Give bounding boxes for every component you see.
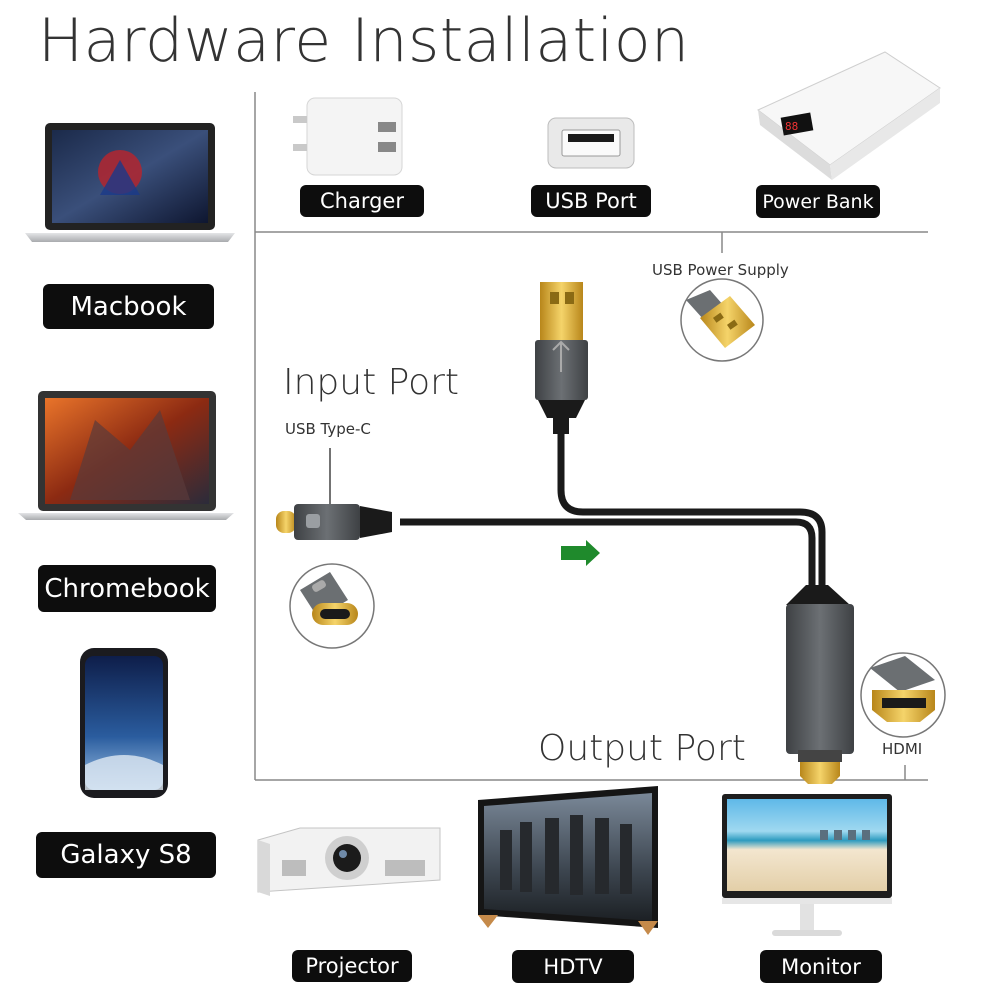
hdmi-connector xyxy=(786,585,854,784)
usb-power-cable xyxy=(557,432,826,585)
power-bank-display: 88 xyxy=(785,120,798,133)
page-title: Hardware Installation xyxy=(38,6,690,76)
device-label-macbook: Macbook xyxy=(43,284,214,329)
power-label-power-bank: Power Bank xyxy=(756,185,880,218)
chromebook-image xyxy=(18,391,234,520)
projector-image xyxy=(257,827,441,896)
type-c-cable xyxy=(400,518,816,585)
device-label-galaxy-s8: Galaxy S8 xyxy=(36,832,216,878)
display-label-projector: Projector xyxy=(292,950,412,982)
charger-image xyxy=(293,97,403,176)
hdmi-callout xyxy=(860,652,946,738)
usb-a-callout xyxy=(680,278,764,362)
device-label-chromebook: Chromebook xyxy=(38,565,216,612)
type-c-callout xyxy=(289,563,375,649)
monitor-image xyxy=(722,794,892,936)
usb-a-connector xyxy=(535,282,588,434)
output-port-heading: Output Port xyxy=(538,728,746,769)
signal-direction-arrow xyxy=(561,540,600,566)
power-bank-image: 88 xyxy=(757,51,941,180)
hdmi-label: HDMI xyxy=(882,740,923,758)
usb-type-c-connector xyxy=(276,504,392,540)
hdtv-image xyxy=(478,786,658,935)
macbook-image xyxy=(25,123,235,242)
input-port-heading: Input Port xyxy=(283,362,460,403)
display-label-hdtv: HDTV xyxy=(512,950,634,983)
usb-port-image xyxy=(547,117,635,169)
power-label-charger: Charger xyxy=(300,185,424,217)
display-label-monitor: Monitor xyxy=(760,950,882,983)
galaxy-s8-image xyxy=(80,648,168,798)
usb-type-c-label: USB Type-C xyxy=(285,420,371,438)
power-label-usb-port: USB Port xyxy=(531,185,651,217)
usb-power-supply-label: USB Power Supply xyxy=(652,261,789,279)
